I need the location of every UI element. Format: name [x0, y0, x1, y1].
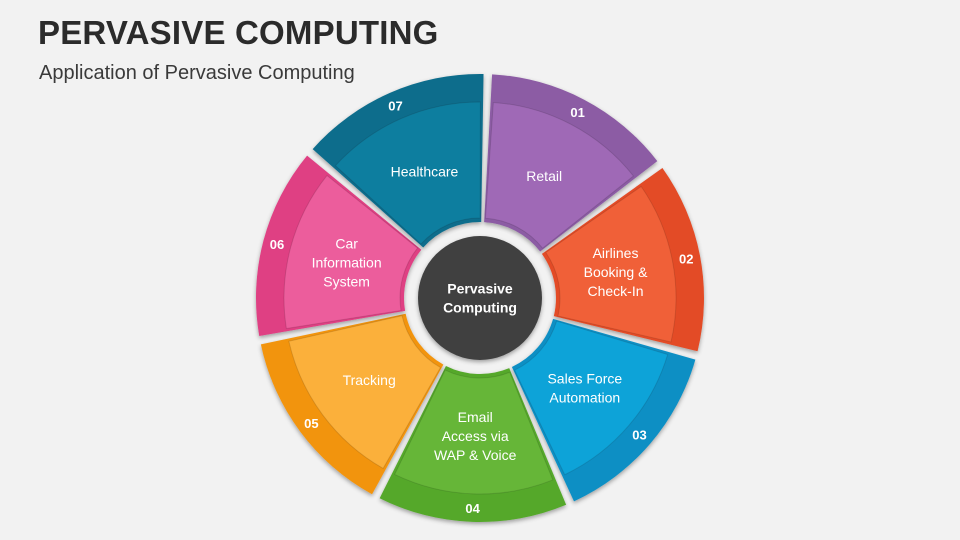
page-subtitle: Application of Pervasive Computing [39, 62, 355, 84]
hub-label: Pervasive [447, 281, 513, 297]
page-title: PERVASIVE COMPUTING [38, 14, 439, 51]
segment-inner-panel [288, 315, 442, 470]
segment-label: Airlines [593, 245, 639, 261]
segment-inner-panel [334, 101, 481, 245]
segment-number: 03 [632, 428, 646, 443]
segment-label: Information [312, 255, 382, 271]
segment-label: Access via [442, 428, 509, 444]
segment-retail [484, 74, 658, 252]
segment-car-information [256, 155, 422, 336]
segment-healthcare [312, 74, 484, 248]
segment-number: 01 [570, 105, 584, 120]
segment-label: Car [335, 236, 358, 252]
segment-label: Check-In [588, 283, 644, 299]
segment-number: 05 [304, 416, 318, 431]
segment-number: 06 [270, 237, 284, 252]
segment-number: 04 [465, 501, 480, 516]
segment-number: 07 [388, 99, 402, 114]
segment-inner-panel [393, 369, 554, 495]
segment-inner-panel [484, 101, 635, 249]
segment-airlines [541, 168, 704, 352]
segment-label: Booking & [584, 264, 648, 280]
hub-label: Computing [443, 300, 517, 316]
segment-number: 02 [679, 251, 693, 266]
segment-label: Healthcare [391, 164, 459, 180]
segment-label: Tracking [343, 372, 396, 388]
segment-label: Automation [549, 389, 620, 405]
segment-inner-panel [283, 174, 419, 330]
segment-label: Retail [526, 168, 562, 184]
segment-label: Email [458, 409, 493, 425]
hub-circle [418, 236, 542, 360]
segment-tracking [260, 313, 444, 495]
segment-label: System [323, 274, 370, 290]
segment-label: WAP & Voice [434, 447, 517, 463]
segment-email-access [379, 365, 567, 523]
segment-inner-panel [545, 185, 677, 343]
segment-label: Sales Force [547, 370, 622, 386]
segment-inner-panel [513, 320, 669, 476]
segment-sales-force [511, 318, 696, 502]
